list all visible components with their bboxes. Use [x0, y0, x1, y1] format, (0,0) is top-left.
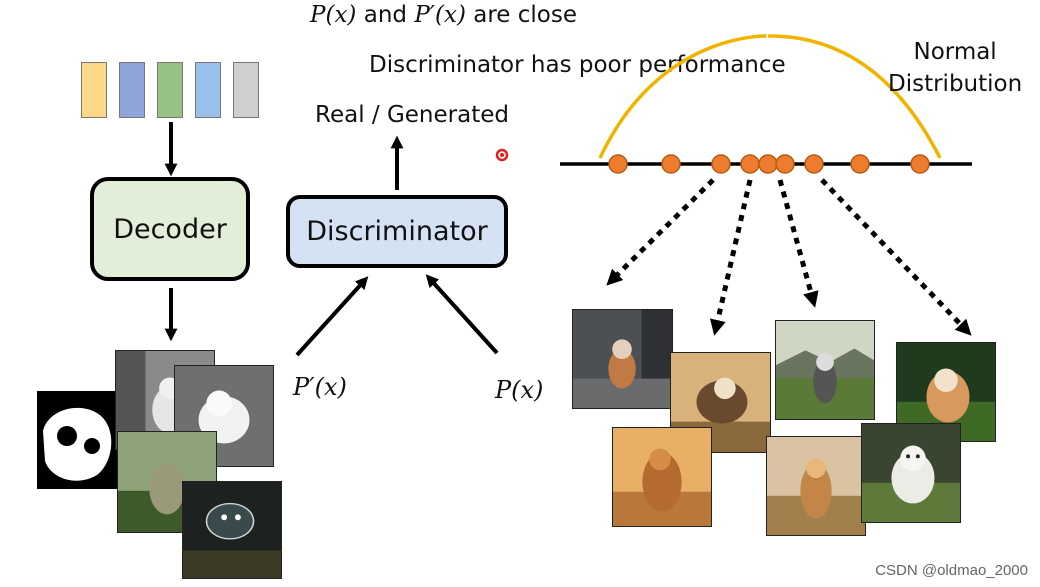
pointer-dot	[495, 148, 509, 162]
discriminator-box: Discriminator	[286, 195, 508, 268]
sample-point	[850, 154, 870, 174]
latent-swatch-3	[157, 62, 183, 118]
math-p-prime-x: P′(x)	[414, 2, 466, 28]
dotted-arrow-1	[606, 178, 715, 286]
header-line1: P(x) and P′(x) are close	[310, 2, 577, 28]
watermark: CSDN @oldmao_2000	[875, 562, 1028, 579]
decoder-box: Decoder	[90, 177, 250, 281]
latent-swatch-5	[233, 62, 259, 118]
normal-distribution-line2: Distribution	[888, 71, 1023, 97]
p-x-label: P(x)	[495, 376, 544, 404]
dotted-arrow-4	[820, 178, 972, 336]
p-prime-x-label: P′(x)	[293, 373, 347, 401]
real-image-white-dog	[861, 423, 961, 523]
normal-distribution-label: Normal Distribution	[888, 36, 1022, 100]
sample-point	[775, 154, 795, 174]
sample-point	[740, 154, 760, 174]
arrow-p-to-discriminator	[425, 274, 499, 355]
arrow-pprime-to-discriminator	[295, 276, 369, 357]
sample-point	[661, 154, 681, 174]
sample-point	[711, 154, 731, 174]
real-generated-label: Real / Generated	[315, 102, 509, 128]
real-image-dog-street	[572, 309, 673, 409]
latent-swatch-4	[195, 62, 221, 118]
real-image-dog-dust-1	[612, 427, 712, 527]
and-text: and	[363, 2, 407, 28]
decoder-image-dark-dog	[182, 481, 282, 579]
math-p-x: P(x)	[310, 2, 357, 28]
real-image-dog-dust-2	[766, 436, 866, 536]
sample-point	[608, 154, 628, 174]
latent-swatch-1	[81, 62, 107, 118]
sample-point	[910, 154, 930, 174]
are-close-text: are close	[473, 2, 577, 28]
sample-point	[758, 154, 778, 174]
decoder-image-green-dog	[117, 431, 217, 533]
header-line2: Discriminator has poor performance	[369, 52, 786, 78]
dotted-arrow-3	[777, 179, 819, 308]
sample-point	[804, 154, 824, 174]
decoder-image-bw-dog	[37, 391, 121, 489]
latent-swatch-2	[119, 62, 145, 118]
sample-points	[608, 154, 930, 174]
normal-distribution-line1: Normal	[913, 39, 997, 65]
dotted-arrow-2	[709, 179, 753, 336]
real-image-husky-field	[775, 320, 875, 420]
